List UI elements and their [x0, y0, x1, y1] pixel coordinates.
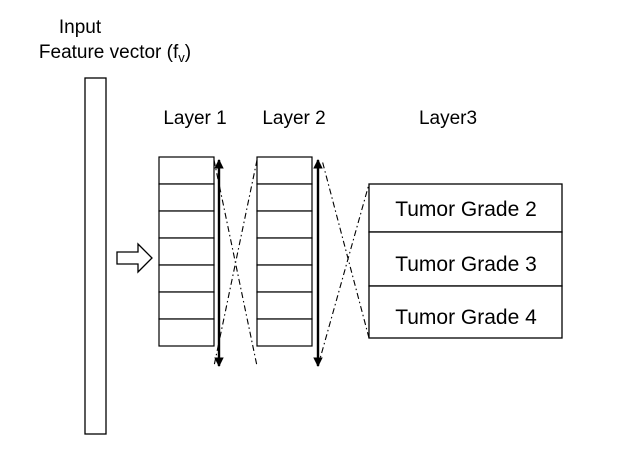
input-title: Input: [59, 17, 102, 38]
layer2-node: [256, 237, 313, 266]
input-arrow-icon: [116, 242, 153, 274]
layer1-node: [158, 210, 215, 239]
output-node-grade-3: [368, 231, 563, 287]
connection-layer1-layer2: [213, 159, 258, 367]
layer3-outputs: Tumor Grade 2 Tumor Grade 3 Tumor Grade …: [368, 183, 563, 339]
layer2-node: [256, 183, 313, 212]
layer1-node: [158, 318, 215, 347]
layer1-node: [158, 183, 215, 212]
layer1-label: Layer 1: [163, 108, 226, 129]
layer1-node: [158, 264, 215, 293]
input-subtitle: Feature vector (fv): [39, 42, 191, 65]
output-label-grade-2: Tumor Grade 2: [395, 198, 537, 221]
layer2-label: Layer 2: [262, 108, 325, 129]
connection-layer2-layer3: [317, 159, 370, 367]
input-feature-vector-bar: [84, 77, 107, 435]
layer2-nodes: [256, 156, 313, 347]
layer2-node: [256, 156, 313, 185]
layer1-node: [158, 291, 215, 320]
layer3-label: Layer3: [419, 108, 477, 129]
layer1-node: [158, 156, 215, 185]
output-label-grade-4: Tumor Grade 4: [395, 306, 537, 329]
output-node-grade-4: [368, 285, 563, 339]
layer2-node: [256, 291, 313, 320]
layer2-node: [256, 264, 313, 293]
output-label-grade-3: Tumor Grade 3: [395, 253, 537, 276]
output-node-grade-2: [368, 183, 563, 233]
layer2-node: [256, 318, 313, 347]
layer1-node: [158, 237, 215, 266]
layer2-node: [256, 210, 313, 239]
layer1-nodes: [158, 156, 215, 347]
